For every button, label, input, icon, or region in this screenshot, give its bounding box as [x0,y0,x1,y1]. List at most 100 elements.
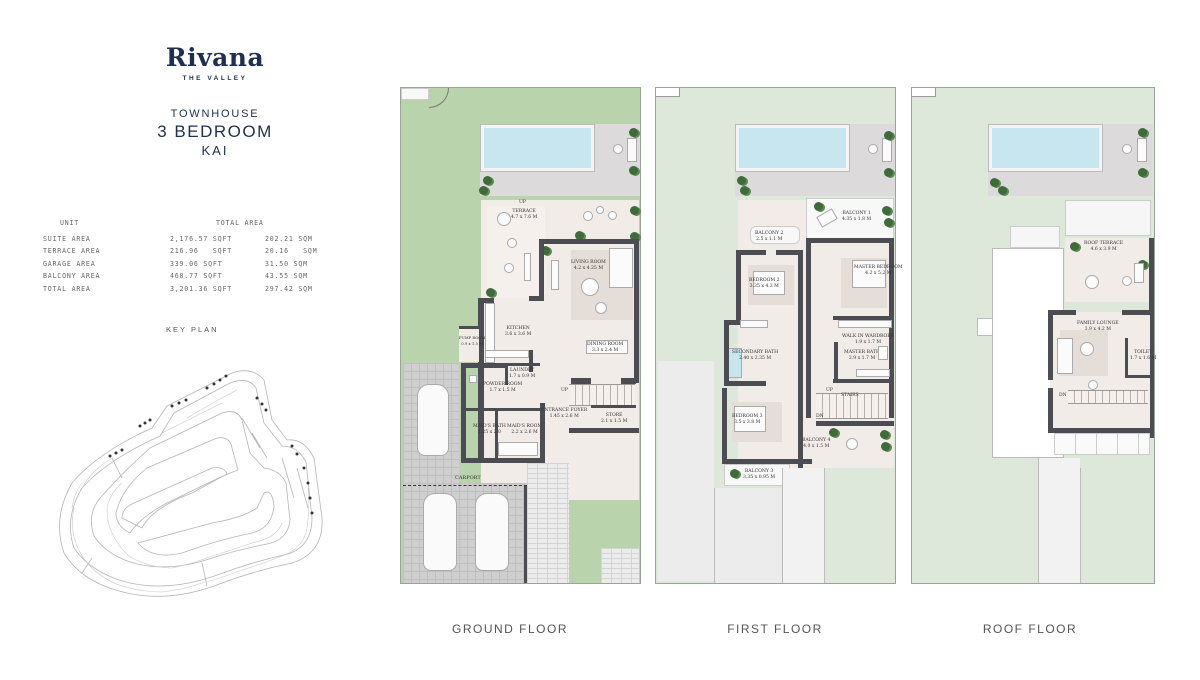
plant-icon [829,428,838,437]
swimming-pool-below [988,124,1103,172]
wall [591,405,636,408]
side-table [868,144,878,154]
room-size-master-bath: 2.9 x 1.7 M [848,355,876,361]
car-icon [417,384,449,456]
room-size-balcony2: 2.5 x 1.1 M [756,236,783,242]
dn-mark: DN [816,414,824,419]
plant-icon [740,186,749,195]
plant-icon [814,202,823,211]
terrace-chair [596,206,604,214]
room-name-foyer: ENTRANCE FOYER [541,408,588,413]
room-name-bedroom2: BEDROOM 2 [749,278,780,283]
plant-icon [575,231,584,240]
wall [724,381,766,386]
row-sqm: 202.21 SQM [265,235,313,243]
room-size-secondary-bath: 2.40 x 2.35 M [738,355,772,361]
wall [833,316,893,320]
dn-mark: DN [1059,393,1067,398]
room-name-balcony1: BALCONY 1 [842,211,871,216]
corner-notch [912,88,936,97]
unit-category: TOWNHOUSE [170,108,260,120]
key-plan-label: KEY PLAN [166,325,219,334]
roof-vent [977,318,993,336]
row-label: TERRACE AREA [43,247,101,256]
unit-type-title: TOWNHOUSE 3 BEDROOM KAI [140,106,290,160]
wall [569,428,639,433]
wall [539,239,544,301]
header-total-area: TOTAL AREA [216,219,264,227]
table-row: BALCONY AREA 468.77 SQFT 43.55 SQM [43,272,333,284]
area-table: UNIT TOTAL AREA SUITE AREA 2,176.57 SQFT… [43,219,333,297]
wardrobe [838,320,892,328]
brand-logo: Rivana THE VALLEY [140,44,290,83]
carport-roof [658,361,714,581]
room-size-store: 2.1 x 1.5 M [601,418,628,424]
room-name-pump: PUMP ROOM [459,335,486,340]
plant-icon [730,469,739,478]
wall [1149,238,1154,438]
room-name-family-lounge: FAMILY LOUNGE [1077,321,1119,326]
balcony-2 [750,226,800,244]
wall [505,363,540,366]
closet [740,320,768,328]
staircase [816,393,888,419]
plant-icon [1070,242,1079,251]
wall [529,350,533,372]
paved-corner [601,548,639,583]
row-sqft: 339.06 SQFT [170,259,223,268]
floor-label-roof: ROOF FLOOR [982,622,1078,636]
terrace-chair [507,238,517,248]
brand-subtitle: THE VALLEY [182,75,248,82]
walkway-below [782,468,824,583]
plant-icon [884,168,893,177]
room-size-dining: 3.3 x 2.4 M [591,347,619,353]
lawn-below [824,468,894,583]
plant-icon [990,178,999,187]
room-name-balcony2: BALCONY 2 [755,231,784,236]
row-sqft: 3,201.36 SQFT [170,284,233,293]
carport-line [403,485,527,486]
row-label: TOTAL AREA [43,284,91,293]
wall [724,320,740,325]
wall [798,250,803,500]
unit-bedrooms: 3 BEDROOM [157,122,273,141]
room-size-living: 4.2 x 4.25 M [573,265,604,271]
wall [1122,310,1152,315]
wall [1048,388,1053,432]
room-name-master-bath: MASTER BATH [844,350,881,355]
room-name-dining: DINING ROOM [587,342,624,347]
terrace-chair [608,211,617,220]
table-row: TERRACE AREA 216.96 SQFT 20.16 SQM [43,247,333,259]
room-name-toilet: TOILET [1134,350,1153,355]
room-size-balcony4: 4.0 x 1.5 M [803,443,830,449]
room-name-carport: CARPORT [455,475,481,481]
door-swing [429,88,449,108]
walkway-below [1038,458,1080,583]
room-size-family-lounge: 3.9 x 4.2 M [1084,326,1111,332]
row-label: SUITE AREA [43,235,91,243]
key-plan-map [59,370,323,597]
living-sofa [609,248,633,288]
wall [1048,428,1152,433]
balcony-table [846,438,858,450]
wall [889,238,894,418]
floor-label-first: FIRST FLOOR [727,622,823,636]
room-name-store: STORE [605,413,623,418]
wall [495,408,498,458]
unit-model: KAI [201,143,229,158]
console [551,260,559,290]
sun-lounger [1137,138,1147,162]
room-size-laundry: 1.7 x 0.9 M [509,373,536,379]
wall [524,486,527,583]
terrace-chair [583,211,593,221]
bed-bedroom-3 [734,406,766,432]
room-name-balcony4: BALCONY 4 [802,438,831,443]
terrace-chair [1122,276,1132,286]
wall [461,363,466,463]
corner-notch [656,88,680,97]
row-sqm: 20.16 SQM [265,247,318,256]
room-size-bedroom3: 3.5 x 3.8 M [734,419,761,425]
room-name-powder: POWDER ROOM [483,382,523,387]
room-size-pump: 0.9 x 1.5 M [461,340,484,346]
